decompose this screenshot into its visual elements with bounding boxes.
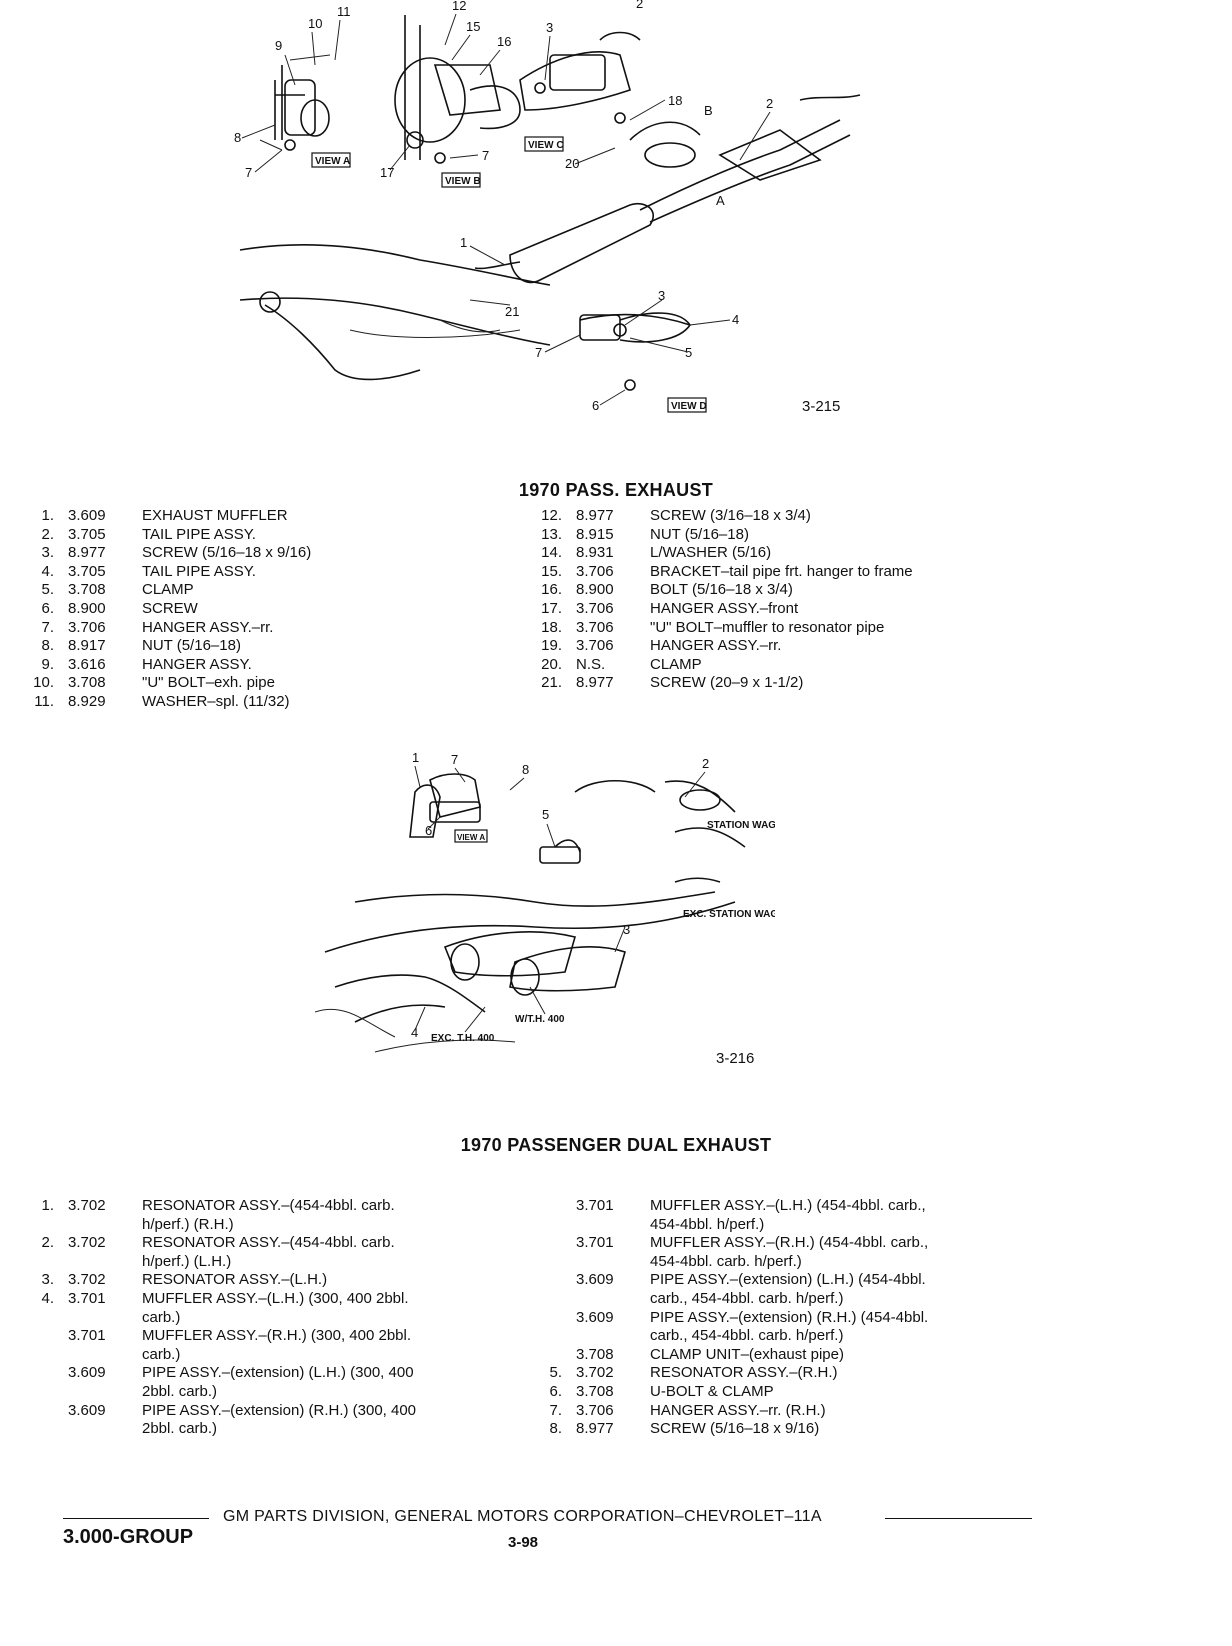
- figure-2-illustration: VIEW A 7 8 1 6 2 5 3 4 STATION WAGON EXC…: [315, 752, 775, 1097]
- callout-11: 10: [308, 16, 322, 31]
- svg-text:VIEW D: VIEW D: [671, 401, 707, 412]
- callout-C: B: [704, 103, 713, 118]
- callout-B: A: [716, 193, 725, 208]
- callout-6: 6: [592, 398, 599, 413]
- svg-text:VIEW A: VIEW A: [315, 156, 350, 167]
- callout-6: 6: [425, 823, 432, 838]
- figure-1-illustration: VIEW A VIEW B VIEW C: [220, 0, 910, 440]
- svg-text:VIEW A: VIEW A: [457, 833, 485, 842]
- view-a-detail: VIEW A: [259, 54, 351, 168]
- callout-3: 3: [623, 922, 630, 937]
- parts-row: 18.3.706"U" BOLT–muffler to resonator pi…: [541, 618, 885, 636]
- parts-row: 10.3.708"U" BOLT–exh. pipe: [33, 674, 275, 692]
- figure-1-callouts: 11 10 9 8 7 12 15 16 17 7 3 2 18 20 B 2 …: [234, 0, 773, 413]
- parts-row: 20.N.S.CLAMP: [541, 655, 702, 673]
- callout-1: 1: [460, 235, 467, 250]
- callout-8a: 7: [245, 165, 252, 180]
- svg-text:VIEW C: VIEW C: [528, 140, 564, 151]
- figure-2-callouts: 7 8 1 6 2 5 3 4 STATION WAGON EXC. STATI…: [411, 752, 775, 1044]
- callout-3a: 3: [546, 20, 553, 35]
- footer-rule-right: [885, 1518, 1032, 1519]
- view-c-detail: VIEW C: [519, 31, 641, 152]
- note-wth400: W/T.H. 400: [515, 1014, 565, 1025]
- callout-4: 4: [732, 312, 739, 327]
- figure-1-code: 3-215: [802, 398, 841, 415]
- callout-5: 5: [685, 345, 692, 360]
- callout-4: 4: [411, 1025, 418, 1040]
- callout-2: 2: [702, 756, 709, 771]
- view-b-detail: VIEW B: [394, 15, 521, 188]
- callout-2b: 2: [766, 96, 773, 111]
- exhaust-system-main: VIEW D: [239, 94, 861, 413]
- group-label: 3.000-GROUP: [63, 1526, 194, 1548]
- footer-publisher: GM PARTS DIVISION, GENERAL MOTORS CORPOR…: [223, 1508, 822, 1525]
- callout-A: 21: [505, 304, 519, 319]
- callout-12: 11: [337, 4, 351, 19]
- callout-1: 1: [412, 752, 419, 765]
- callout-8: 8: [522, 762, 529, 777]
- callout-7: 7: [451, 752, 458, 767]
- callout-20: 18: [668, 93, 682, 108]
- callout-16: 15: [466, 19, 480, 34]
- callout-8b: 7: [482, 148, 489, 163]
- footer-rule-left: [63, 1518, 209, 1519]
- note-station-wagon-1: STATION WAGON: [707, 820, 775, 831]
- callout-9: 8: [234, 130, 241, 145]
- note-exc-th400: EXC. T.H. 400: [431, 1033, 495, 1044]
- callout-21: 20: [565, 156, 579, 171]
- callout-5: 5: [542, 807, 549, 822]
- page-number: 3-98: [508, 1534, 539, 1551]
- callout-17: 16: [497, 34, 511, 49]
- callout-10: 9: [275, 38, 282, 53]
- callout-15: 12: [452, 0, 466, 13]
- svg-text:VIEW B: VIEW B: [445, 176, 481, 187]
- section-2-title: 1970 PASSENGER DUAL EXHAUST: [460, 1135, 772, 1155]
- callout-3b: 3: [658, 288, 665, 303]
- callout-2a: 2: [636, 0, 643, 11]
- note-exc-station-wagon: EXC. STATION WAGON: [683, 909, 775, 920]
- figure-2-code: 3-216: [716, 1050, 755, 1067]
- section-1-title: 1970 PASS. EXHAUST: [518, 480, 714, 500]
- callout-7: 7: [535, 345, 542, 360]
- dual-exhaust-drawing: VIEW A: [315, 773, 746, 1053]
